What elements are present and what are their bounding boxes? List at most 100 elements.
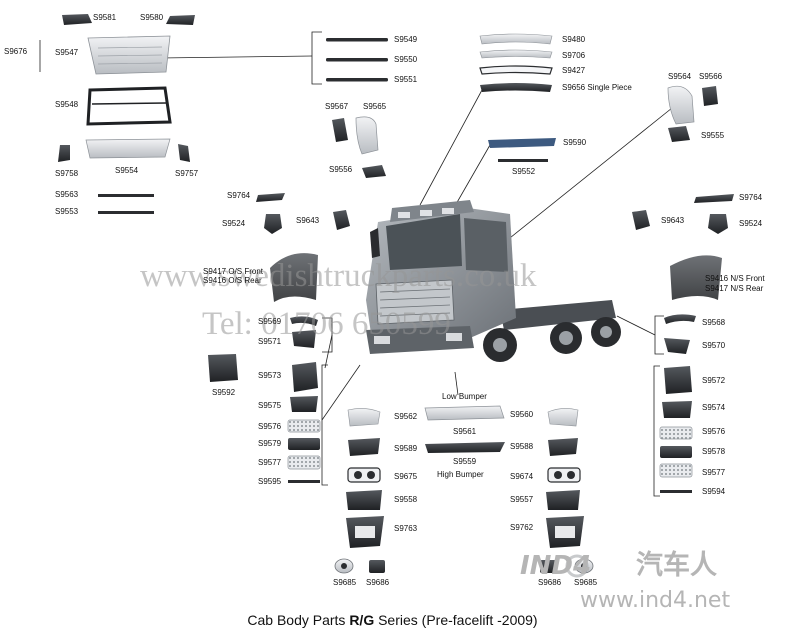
grille-badge-left bbox=[62, 14, 92, 25]
label-s9416-left: S9416 O/S Rear bbox=[203, 276, 262, 285]
label-s9674: S9674 bbox=[510, 472, 534, 481]
label-s9553: S9553 bbox=[55, 207, 79, 216]
label-s9757: S9757 bbox=[175, 169, 199, 178]
label-s9685-right: S9685 bbox=[574, 578, 598, 587]
label-s9758: S9758 bbox=[55, 169, 79, 178]
trim-strip-a bbox=[98, 194, 154, 197]
figure-caption: Cab Body Parts R/G Series (Pre-facelift … bbox=[0, 612, 785, 628]
label-s9524-right: S9524 bbox=[739, 219, 763, 228]
label-s9417-right: S9417 N/S Rear bbox=[705, 284, 764, 293]
label-s9558: S9558 bbox=[394, 495, 418, 504]
label-s9577-left: S9577 bbox=[258, 458, 282, 467]
label-s9524-left: S9524 bbox=[222, 219, 246, 228]
right-step-stack bbox=[659, 366, 693, 493]
mirror-group-left bbox=[332, 116, 386, 178]
label-s9594: S9594 bbox=[702, 487, 726, 496]
label-s9578: S9578 bbox=[702, 447, 726, 456]
leader-lines bbox=[159, 31, 673, 497]
label-s9764-left: S9764 bbox=[227, 191, 251, 200]
label-s9576-left: S9576 bbox=[258, 422, 282, 431]
label-s9548: S9548 bbox=[55, 100, 79, 109]
label-s9762: S9762 bbox=[510, 523, 534, 532]
mirror-group-right bbox=[667, 85, 718, 142]
label-s9550: S9550 bbox=[394, 55, 418, 64]
label-s9763: S9763 bbox=[394, 524, 418, 533]
watermark-site: www.swedishtruckparts.co.uk bbox=[140, 258, 537, 294]
label-s9589: S9589 bbox=[394, 444, 418, 453]
top-left-parts bbox=[39, 14, 195, 214]
label-s9571: S9571 bbox=[258, 337, 282, 346]
grille-badge-right bbox=[166, 15, 195, 25]
label-s9565: S9565 bbox=[363, 102, 387, 111]
label-s9675: S9675 bbox=[394, 472, 418, 481]
left-step-stack bbox=[287, 362, 321, 483]
label-s9643-left: S9643 bbox=[296, 216, 320, 225]
label-s9561: S9561 bbox=[453, 427, 477, 436]
trim-strip-b bbox=[98, 211, 154, 214]
label-s9563: S9563 bbox=[55, 190, 79, 199]
label-s9643-right: S9643 bbox=[661, 216, 685, 225]
grille-slats bbox=[97, 46, 163, 65]
label-s9556: S9556 bbox=[329, 165, 353, 174]
label-s9551: S9551 bbox=[394, 75, 418, 84]
label-s9568: S9568 bbox=[702, 318, 726, 327]
caption-post: Series (Pre-facelift -2009) bbox=[374, 612, 538, 628]
lower-grille-panel bbox=[85, 138, 171, 159]
label-s9427: S9427 bbox=[562, 66, 586, 75]
label-s9560: S9560 bbox=[510, 410, 534, 419]
label-s9580: S9580 bbox=[140, 13, 164, 22]
label-high-bumper: High Bumper bbox=[437, 470, 484, 479]
label-s9592: S9592 bbox=[212, 388, 236, 397]
label-s9564: S9564 bbox=[668, 72, 692, 81]
label-s9685-left: S9685 bbox=[333, 578, 357, 587]
label-s9555: S9555 bbox=[701, 131, 725, 140]
side-small-parts bbox=[256, 193, 734, 234]
front-grille-panel bbox=[87, 35, 171, 75]
ind4-logo-chinese: 汽车人 bbox=[636, 550, 717, 581]
caption-bold: R/G bbox=[349, 612, 375, 628]
label-s9573: S9573 bbox=[258, 371, 282, 380]
grille-frame bbox=[86, 86, 172, 126]
label-s9570: S9570 bbox=[702, 341, 726, 350]
sun-visor bbox=[488, 138, 556, 162]
label-s9417-left: S9417 O/S Front bbox=[203, 267, 264, 276]
label-s9656: S9656 Single Piece bbox=[562, 83, 632, 92]
mudguards bbox=[270, 253, 722, 302]
label-s9686-left: S9686 bbox=[366, 578, 390, 587]
lower-grille-left-bracket bbox=[58, 145, 70, 162]
label-s9577-right: S9577 bbox=[702, 468, 726, 477]
label-s9549: S9549 bbox=[394, 35, 418, 44]
label-s9416-right: S9416 N/S Front bbox=[705, 274, 765, 283]
bumper-parts bbox=[334, 405, 594, 574]
label-s9574: S9574 bbox=[702, 403, 726, 412]
label-s9557: S9557 bbox=[510, 495, 534, 504]
label-s9562: S9562 bbox=[394, 412, 418, 421]
label-s9569: S9569 bbox=[258, 317, 282, 326]
label-s9480: S9480 bbox=[562, 35, 586, 44]
label-s9581: S9581 bbox=[93, 13, 117, 22]
caption-pre: Cab Body Parts bbox=[247, 612, 350, 628]
watermark-tel: Tel: 01706 650599 bbox=[202, 306, 451, 342]
label-s9566: S9566 bbox=[699, 72, 723, 81]
label-s9579: S9579 bbox=[258, 439, 282, 448]
ind4-logo-mark bbox=[565, 554, 589, 578]
label-s9567: S9567 bbox=[325, 102, 349, 111]
step-parts bbox=[208, 314, 696, 382]
label-low-bumper: Low Bumper bbox=[442, 392, 487, 401]
label-s9590: S9590 bbox=[563, 138, 587, 147]
label-s9547: S9547 bbox=[55, 48, 79, 57]
ind4-logo-text: IND4 bbox=[520, 551, 592, 581]
label-s9686-right: S9686 bbox=[538, 578, 562, 587]
visor-strips bbox=[326, 33, 553, 92]
label-s9572: S9572 bbox=[702, 376, 726, 385]
ind4-url: www.ind4.net bbox=[580, 588, 731, 613]
label-s9575: S9575 bbox=[258, 401, 282, 410]
label-s9588: S9588 bbox=[510, 442, 534, 451]
label-s9595: S9595 bbox=[258, 477, 282, 486]
lower-grille-right-bracket bbox=[178, 144, 190, 162]
label-s9559: S9559 bbox=[453, 457, 477, 466]
label-s9554: S9554 bbox=[115, 166, 139, 175]
label-s9676: S9676 bbox=[4, 47, 28, 56]
truck-illustration bbox=[366, 200, 621, 362]
